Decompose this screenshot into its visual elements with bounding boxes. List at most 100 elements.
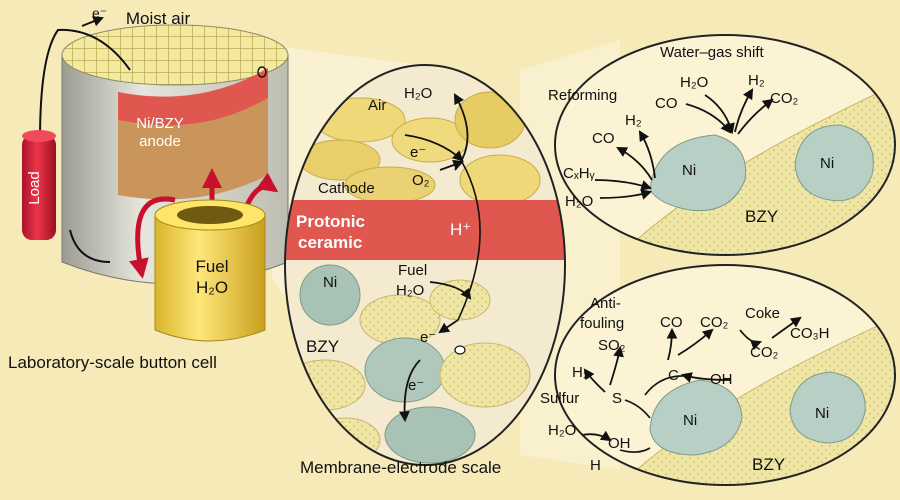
wgs-h2-out-arrow [734, 88, 754, 133]
fuel-h2o-label: H₂O [196, 278, 228, 297]
anti-label: Anti- [590, 295, 621, 312]
co2-to-co3h-arrow [771, 316, 802, 339]
ni-particle-1 [649, 379, 743, 456]
load-label: Load [26, 171, 43, 204]
cathode-particle [459, 154, 541, 206]
bzy-particle [429, 279, 491, 321]
ref-cxhy-label: CₓHᵧ [563, 165, 595, 182]
fouling-h2o-label: H₂O [548, 422, 576, 439]
fouling-oh-b-label: OH [608, 435, 631, 452]
air-in-arrow [404, 134, 464, 162]
membrane-fuel-label: Fuel [398, 262, 427, 279]
reforming-ellipse-outline [554, 34, 896, 256]
fuel-flow-left-arrow [129, 196, 176, 279]
sulfur-label: Sulfur [540, 390, 579, 407]
anode-label-line1: Ni/BZY [136, 115, 184, 132]
cell-electron-label: e⁻ [92, 5, 107, 21]
wgs-co-in-arrow [685, 103, 732, 134]
membrane-bzy-label: BZY [306, 337, 339, 356]
c-bond-line [644, 375, 686, 396]
ref-h2-label: H₂ [625, 112, 642, 129]
proton-label: H⁺ [450, 220, 471, 239]
reforming-view: Water–gas shift Reforming H₂O H₂ CO CO₂ … [548, 34, 896, 256]
membrane-ni-label: Ni [323, 274, 337, 291]
oh-bond-line [619, 447, 651, 453]
s-to-so2-arrow [609, 345, 624, 386]
electron-out-arrow [399, 359, 421, 423]
reforming-ni2-label: Ni [820, 155, 834, 172]
electron-to-anode-arrow [438, 319, 459, 334]
oxygen-in-arrow [439, 159, 465, 171]
co2-to-co2-arrow [739, 329, 763, 351]
membrane-fuel-h2o-label: H₂O [396, 282, 424, 299]
ni-particle [299, 264, 361, 326]
cell-anode-layer [118, 98, 268, 200]
fouling-c-label: C [668, 367, 679, 384]
s-bond-line [624, 399, 651, 419]
cathode-label: Cathode [318, 180, 375, 197]
reforming-label: Reforming [548, 87, 617, 104]
air-label: Air [368, 97, 386, 114]
membrane-electron-bottom-label: e⁻ [408, 377, 424, 394]
c-to-co-arrow [666, 327, 678, 361]
fouling-so2-label: SO₂ [598, 337, 626, 354]
ni-particle [384, 406, 476, 464]
fouling-ellipse-outline [554, 264, 896, 486]
ni-particle-2 [789, 371, 866, 444]
ref-co-label: CO [592, 130, 615, 147]
c-to-co2-arrow [677, 328, 714, 356]
fouling-ni2-label: Ni [815, 405, 829, 422]
ref-co-out-arrow [616, 146, 653, 181]
ref-h2-out-arrow [638, 130, 656, 179]
s-to-h2-arrow [583, 368, 606, 393]
wgs-h2o-label: H₂O [680, 74, 708, 91]
membrane-ellipse-outline [284, 64, 566, 466]
membrane-view: H₂O Air e⁻ Cathode O₂ Protonic ceramic H… [284, 64, 566, 477]
cell-top-mesh [61, 24, 289, 86]
bzy-particle [439, 342, 531, 408]
button-cell-caption: Laboratory-scale button cell [8, 353, 217, 372]
fuel-cup [154, 214, 266, 342]
wgs-co-label: CO [655, 95, 678, 112]
button-cell: Ni/BZY anode Moist air e⁻ Load Fuel H₂O … [8, 5, 289, 372]
oxygen-label: O₂ [412, 172, 430, 189]
fouling-co3h-label: CO₃H [790, 325, 829, 342]
membrane-zoom-marker [454, 345, 466, 355]
membrane-electron-top-label: e⁻ [410, 144, 426, 161]
bzy-particle [309, 417, 381, 463]
protonic-label: Protonic [296, 212, 365, 231]
reforming-bzy-label: BZY [745, 207, 778, 226]
fuel-cup-opening [177, 206, 243, 224]
fouling-co2-a-label: CO₂ [700, 314, 729, 331]
bzy-particle [285, 359, 366, 411]
anode-label-line2: anode [139, 133, 181, 150]
fouling-oh-a-label: OH [710, 371, 733, 388]
ceramic-label: ceramic [298, 233, 362, 252]
load-resistor [22, 135, 56, 240]
fouling-co-label: CO [660, 314, 683, 331]
fouling-view: Anti- fouling Coke CO CO₂ CO₃H SO₂ CO₂ H… [540, 264, 896, 486]
electron-flow-arrow [81, 16, 105, 27]
fouling-bzy-label: BZY [752, 455, 785, 474]
load-top-cap [22, 130, 56, 142]
fouling-h-label: H [590, 457, 601, 474]
fouling-ni1-label: Ni [683, 412, 697, 429]
membrane-h2o-label: H₂O [404, 85, 432, 102]
membrane-electron-mid-label: e⁻ [420, 329, 436, 346]
moist-air-label: Moist air [126, 9, 191, 28]
fouling-co2-b-label: CO₂ [750, 344, 779, 361]
h2o-to-oh-arrow [581, 430, 612, 442]
reforming-ni1-label: Ni [682, 162, 696, 179]
wgs-co2-label: CO₂ [770, 90, 799, 107]
membrane-caption: Membrane-electrode scale [300, 458, 501, 477]
ref-h2o-in-arrow [599, 189, 653, 200]
ref-h2o-label: H₂O [565, 193, 593, 210]
fuel-in-arrow [429, 281, 472, 300]
wgs-co2-out-arrow [737, 98, 774, 135]
fouling-label: fouling [580, 315, 624, 332]
coke-label: Coke [745, 305, 780, 322]
external-wire-top [39, 28, 131, 141]
fouling-s-label: S [612, 390, 622, 407]
